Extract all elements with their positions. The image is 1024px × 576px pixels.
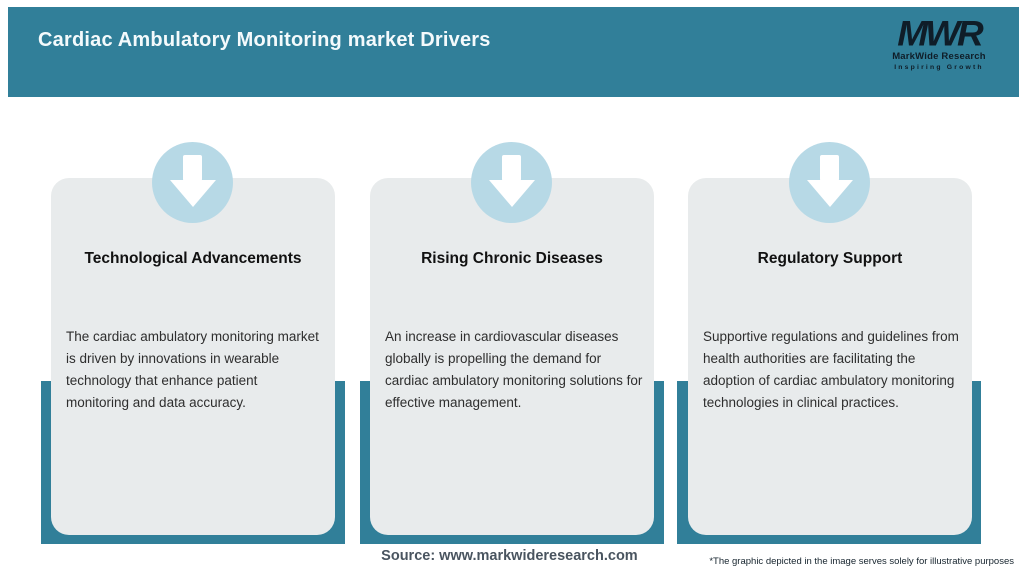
- driver-card-rising-chronic-diseases: Rising Chronic Diseases An increase in c…: [370, 178, 654, 535]
- card-body-text: Supportive regulations and guidelines fr…: [703, 329, 959, 410]
- source-text: Source: www.markwideresearch.com: [381, 548, 638, 564]
- logo-name: MarkWide Research: [892, 51, 986, 62]
- card-title: Technological Advancements: [84, 250, 302, 267]
- arrow-down-icon: [152, 142, 233, 223]
- arrow-shaft: [820, 155, 839, 181]
- arrow-down-icon: [789, 142, 870, 223]
- arrow-head: [807, 180, 853, 207]
- card-title: Regulatory Support: [757, 250, 903, 267]
- page-title: Cardiac Ambulatory Monitoring market Dri…: [38, 29, 491, 51]
- logo-monogram: MWR: [897, 14, 983, 53]
- driver-card-technological-advancements: Technological Advancements The cardiac a…: [51, 178, 335, 535]
- arrow-shaft: [183, 155, 202, 181]
- arrow-shaft: [502, 155, 521, 181]
- arrow-down-icon: [471, 142, 552, 223]
- card-body-text: An increase in cardiovascular diseases g…: [385, 329, 643, 410]
- header-banner: Cardiac Ambulatory Monitoring market Dri…: [8, 7, 1019, 97]
- arrow-head: [170, 180, 216, 207]
- markwide-research-logo: MWR MarkWide Research Inspiring Growth: [873, 15, 1005, 71]
- driver-card-regulatory-support: Regulatory Support Supportive regulation…: [688, 178, 972, 535]
- disclaimer-text: *The graphic depicted in the image serve…: [709, 556, 1014, 567]
- card-title: Rising Chronic Diseases: [421, 250, 603, 267]
- card-body-text: The cardiac ambulatory monitoring market…: [66, 329, 319, 410]
- logo-tagline: Inspiring Growth: [894, 63, 984, 71]
- arrow-head: [489, 180, 535, 207]
